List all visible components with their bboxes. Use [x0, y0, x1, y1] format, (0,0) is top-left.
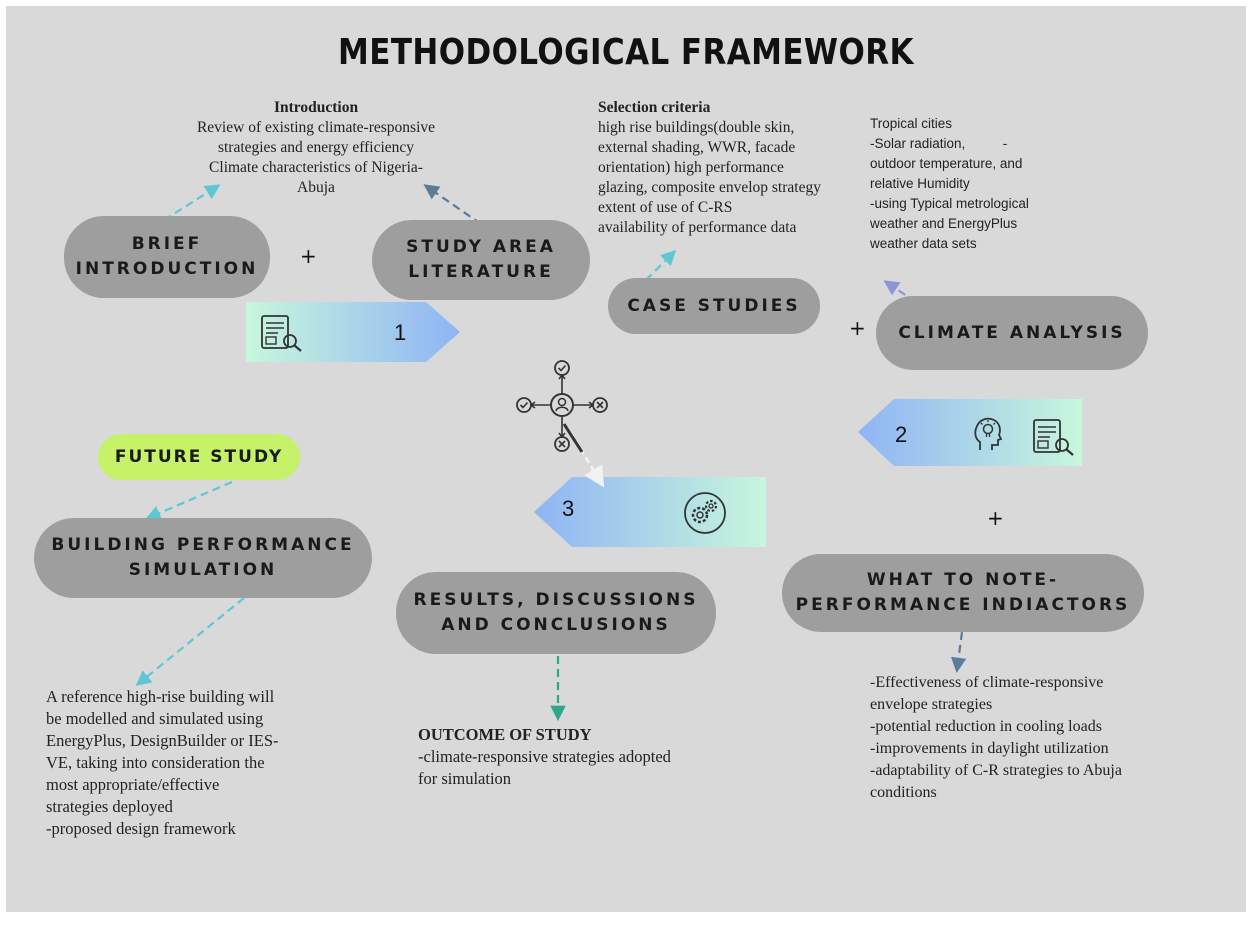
step-2-number: 2 — [895, 422, 908, 447]
arrow-future-to-bps — [145, 480, 233, 521]
report-search-icon — [1033, 419, 1074, 456]
plus-sign: + — [849, 316, 866, 340]
framework-canvas: METHODOLOGICAL FRAMEWORK — [6, 6, 1246, 912]
plus-sign: + — [300, 244, 317, 268]
introduction-note: Introduction Review of existing climate-… — [196, 99, 436, 196]
gears-icon — [684, 492, 726, 534]
arrow-case-to-criteria — [645, 249, 677, 281]
outcome-note: OUTCOME OF STUDY -climate-responsive str… — [418, 725, 671, 788]
performance-indicators-note: -Effectiveness of climate-responsive env… — [870, 674, 1122, 801]
plus-sign: + — [987, 506, 1004, 530]
step-arrows — [135, 184, 1082, 722]
step-3-arrow — [534, 477, 766, 547]
step-2-arrow — [858, 399, 1082, 466]
decision-hub-icon — [516, 360, 608, 452]
arrow-study-to-intro — [423, 184, 482, 225]
reference-building-note: A reference high-rise building will be m… — [46, 687, 279, 838]
climate-analysis-node: CLIMATE ANALYSIS — [876, 296, 1148, 370]
what-to-note-node: WHAT TO NOTE-PERFORMANCE INDIACTORS — [782, 554, 1144, 632]
future-study-node: FUTURE STUDY — [98, 434, 300, 480]
arrow-note-to-effects — [950, 631, 967, 674]
step-3-number: 3 — [562, 496, 575, 521]
case-studies-node: CASE STUDIES — [608, 278, 820, 334]
selection-criteria-note: Selection criteria high rise buildings(d… — [598, 99, 821, 236]
arrow-brief-to-intro — [163, 184, 221, 221]
report-search-icon — [261, 315, 302, 352]
lightbulb-head-icon — [974, 417, 1003, 450]
arrow-bps-to-reference — [135, 597, 245, 686]
step-1-number: 1 — [394, 320, 407, 345]
step-1-arrow — [246, 302, 460, 362]
tropical-cities-note: Tropical cities -Solar radiation, - outd… — [870, 116, 1029, 251]
page-title: METHODOLOGICAL FRAMEWORK — [338, 32, 914, 73]
